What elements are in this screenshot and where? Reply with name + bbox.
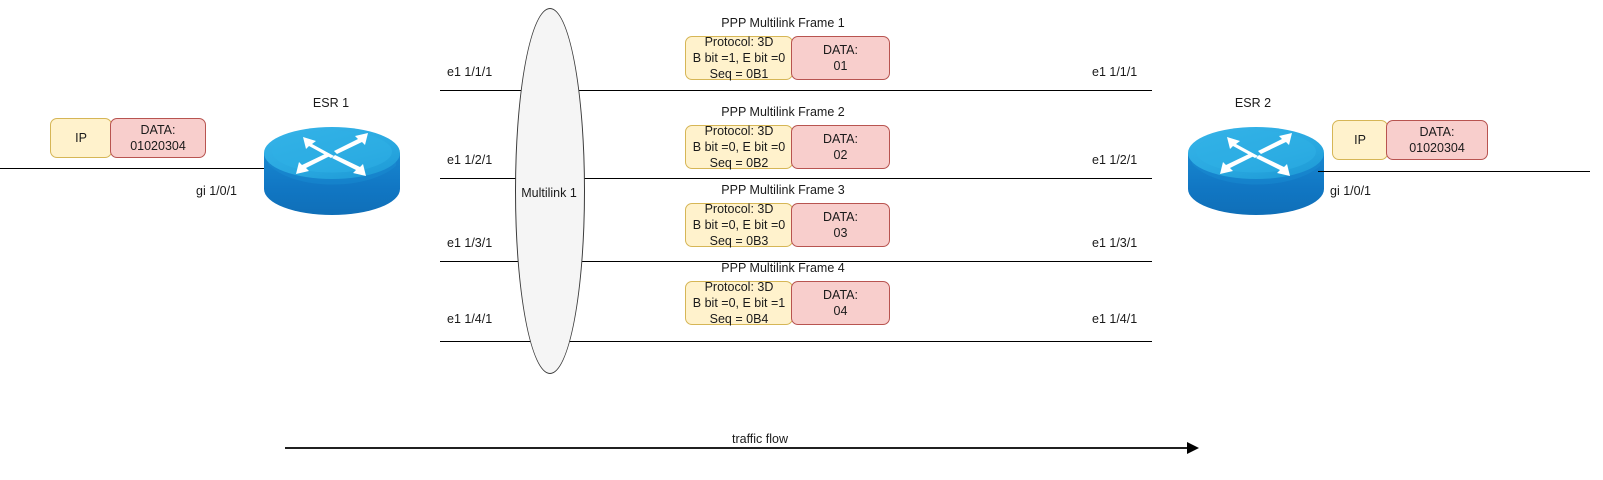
right-interface-label-2: e1 1/2/1 (1092, 153, 1138, 167)
arrow-right-icon (285, 442, 1199, 454)
left-packet-data-text: DATA: 01020304 (130, 122, 186, 154)
frame-2-data-text: DATA: 02 (823, 131, 858, 163)
left-packet-ip-box: IP (50, 118, 112, 158)
right-packet-ip-label: IP (1354, 133, 1366, 147)
frame-1-protocol-box: Protocol: 3D B bit =1, E bit =0 Seq = 0B… (685, 34, 793, 82)
frame-1-data-box: DATA: 01 (791, 36, 890, 80)
frame-2-data-value: 02 (833, 148, 848, 162)
left-access-interface-label: gi 1/0/1 (196, 184, 238, 198)
left-interface-label-4: e1 1/4/1 (447, 312, 493, 326)
frame-4-protocol-line3: Seq = 0B4 (709, 312, 769, 326)
left-access-link-line (0, 168, 272, 169)
frame-1-protocol-line1: Protocol: 3D (704, 35, 774, 49)
frame-4-protocol-text: Protocol: 3D B bit =0, E bit =1 Seq = 0B… (693, 279, 785, 327)
frame-2-protocol-line3: Seq = 0B2 (709, 156, 769, 170)
router-cylinder-icon (1188, 127, 1324, 215)
frame-3-protocol-line2: B bit =0, E bit =0 (692, 218, 786, 232)
frame-1-data-value: 01 (833, 59, 848, 73)
left-interface-label-3: e1 1/3/1 (447, 236, 493, 250)
frame-4-protocol-box: Protocol: 3D B bit =0, E bit =1 Seq = 0B… (685, 279, 793, 327)
router-arrows-icon (1220, 133, 1292, 176)
frame-title-3: PPP Multilink Frame 3 (721, 183, 845, 197)
frame-2-protocol-line1: Protocol: 3D (704, 124, 774, 138)
frame-2-protocol-line2: B bit =0, E bit =0 (692, 140, 786, 154)
frame-3-data-label: DATA: (823, 210, 858, 224)
router-cylinder-icon (264, 127, 400, 215)
right-packet-data-value: 01020304 (1409, 141, 1465, 155)
router-esr-2 (1186, 118, 1326, 224)
frame-3-data-value: 03 (833, 226, 848, 240)
member-link-line-1 (440, 90, 1152, 91)
left-packet-data-value: 01020304 (130, 139, 186, 153)
frame-3-data-box: DATA: 03 (791, 203, 890, 247)
left-packet-data-label: DATA: (140, 123, 176, 137)
right-access-link-line (1318, 171, 1590, 172)
frame-4-data-box: DATA: 04 (791, 281, 890, 325)
frame-4-protocol-line2: B bit =0, E bit =1 (692, 296, 786, 310)
left-packet-ip-label: IP (75, 131, 87, 145)
right-interface-label-4: e1 1/4/1 (1092, 312, 1138, 326)
right-packet-data-box: DATA: 01020304 (1386, 120, 1488, 160)
multilink-bundle-ellipse (515, 8, 585, 374)
multilink-bundle-label: Multilink 1 (521, 186, 577, 200)
right-access-interface-label: gi 1/0/1 (1330, 184, 1372, 198)
right-interface-label-1: e1 1/1/1 (1092, 65, 1138, 79)
frame-4-protocol-line1: Protocol: 3D (704, 280, 774, 294)
router-esr-1 (262, 118, 402, 224)
frame-1-protocol-text: Protocol: 3D B bit =1, E bit =0 Seq = 0B… (693, 34, 785, 82)
traffic-flow-label: traffic flow (731, 432, 789, 446)
frame-2-data-box: DATA: 02 (791, 125, 890, 169)
frame-3-protocol-text: Protocol: 3D B bit =0, E bit =0 Seq = 0B… (693, 201, 785, 249)
right-packet-data-text: DATA: 01020304 (1409, 124, 1465, 156)
traffic-flow-arrow (285, 439, 1200, 462)
member-link-line-4 (440, 341, 1152, 342)
frame-2-protocol-text: Protocol: 3D B bit =0, E bit =0 Seq = 0B… (693, 123, 785, 171)
frame-title-4: PPP Multilink Frame 4 (721, 261, 845, 275)
frame-1-protocol-line2: B bit =1, E bit =0 (692, 51, 786, 65)
left-interface-label-2: e1 1/2/1 (447, 153, 493, 167)
frame-2-data-label: DATA: (823, 132, 858, 146)
frame-3-data-text: DATA: 03 (823, 209, 858, 241)
frame-1-protocol-line3: Seq = 0B1 (709, 67, 769, 81)
member-link-line-3 (440, 261, 1152, 262)
right-packet-data-label: DATA: (1419, 125, 1455, 139)
frame-1-data-label: DATA: (823, 43, 858, 57)
router-arrows-icon (296, 133, 368, 176)
frame-3-protocol-line3: Seq = 0B3 (709, 234, 769, 248)
left-packet-data-box: DATA: 01020304 (110, 118, 206, 158)
frame-1-data-text: DATA: 01 (823, 42, 858, 74)
frame-4-data-text: DATA: 04 (823, 287, 858, 319)
frame-4-data-label: DATA: (823, 288, 858, 302)
frame-3-protocol-box: Protocol: 3D B bit =0, E bit =0 Seq = 0B… (685, 201, 793, 249)
frame-title-2: PPP Multilink Frame 2 (721, 105, 845, 119)
frame-3-protocol-line1: Protocol: 3D (704, 202, 774, 216)
right-router-name-label: ESR 2 (1234, 96, 1272, 110)
left-router-name-label: ESR 1 (312, 96, 350, 110)
right-interface-label-3: e1 1/3/1 (1092, 236, 1138, 250)
member-link-line-2 (440, 178, 1152, 179)
right-packet-ip-box: IP (1332, 120, 1388, 160)
frame-title-1: PPP Multilink Frame 1 (721, 16, 845, 30)
left-interface-label-1: e1 1/1/1 (447, 65, 493, 79)
frame-2-protocol-box: Protocol: 3D B bit =0, E bit =0 Seq = 0B… (685, 123, 793, 171)
frame-4-data-value: 04 (833, 304, 848, 318)
